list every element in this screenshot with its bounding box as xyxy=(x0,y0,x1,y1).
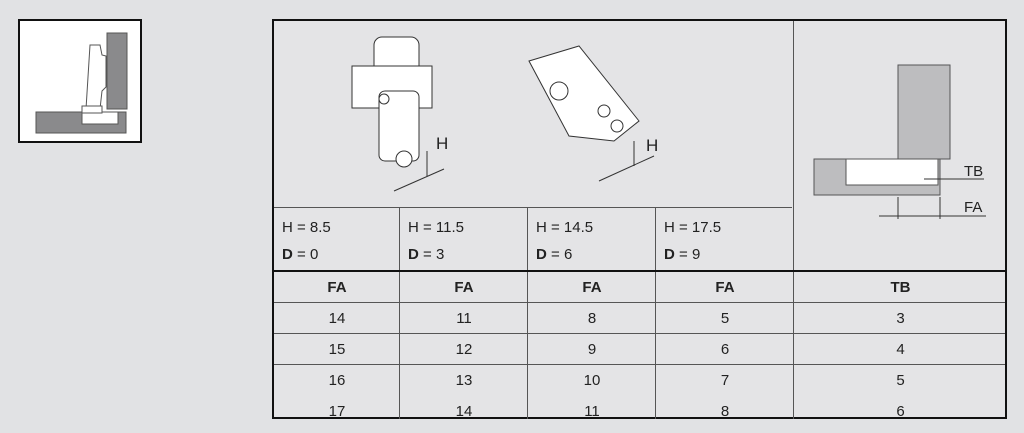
table-cell: 6 xyxy=(896,403,905,420)
dimension-h-right: H xyxy=(646,136,658,155)
table-cell: 6 xyxy=(720,341,730,358)
table-cell: 8 xyxy=(587,310,597,327)
variant-h: H = 17.5 xyxy=(664,219,722,236)
table-cell: 5 xyxy=(720,310,730,327)
tb-fa-diagram: TB FA xyxy=(813,64,986,219)
variant-d-label: D xyxy=(282,246,293,263)
hinge-icon xyxy=(35,32,128,134)
variant-d-value: = 9 xyxy=(674,246,701,263)
table-cell: 3 xyxy=(896,310,905,327)
column-header: FA xyxy=(454,279,474,296)
mounting-plate-cruciform-icon xyxy=(351,36,433,168)
table-cell: 4 xyxy=(896,341,905,358)
variant-d-value: = 6 xyxy=(546,246,573,263)
variant-d-value: = 3 xyxy=(418,246,445,263)
variant-d-label: D xyxy=(536,246,547,263)
table-cell: 10 xyxy=(583,372,601,389)
table-cell: 11 xyxy=(584,403,600,420)
label-fa: FA xyxy=(964,199,982,216)
table-cell: 13 xyxy=(455,372,473,389)
table-cell: 12 xyxy=(455,341,473,358)
variant-d-label: D xyxy=(408,246,419,263)
variant-d-value: = 0 xyxy=(292,246,319,263)
variant-h: H = 14.5 xyxy=(536,219,594,236)
table-cell: 17 xyxy=(328,403,346,420)
table-cell: 8 xyxy=(720,403,730,420)
table-cell: 16 xyxy=(328,372,346,389)
label-tb: TB xyxy=(964,163,983,180)
table-cell: 14 xyxy=(455,403,473,420)
table-cell: 14 xyxy=(328,310,346,327)
variant-d-label: D xyxy=(664,246,675,263)
column-header: TB xyxy=(890,279,911,296)
column-header: FA xyxy=(582,279,602,296)
table-cell: 5 xyxy=(896,372,905,389)
mounting-plate-drawings: H H xyxy=(351,36,658,192)
column-header: FA xyxy=(715,279,735,296)
hinge-overlay-thumbnail xyxy=(18,19,142,143)
table-cell: 9 xyxy=(587,341,597,358)
column-header: FA xyxy=(327,279,347,296)
dimension-h-left: H xyxy=(436,134,448,153)
table-cell: 7 xyxy=(720,372,730,389)
table-cell: 15 xyxy=(328,341,346,358)
variant-h: H = 8.5 xyxy=(282,219,331,236)
variant-h: H = 11.5 xyxy=(408,219,465,236)
mounting-plate-linear-icon xyxy=(528,45,640,142)
table-cell: 11 xyxy=(456,310,472,327)
